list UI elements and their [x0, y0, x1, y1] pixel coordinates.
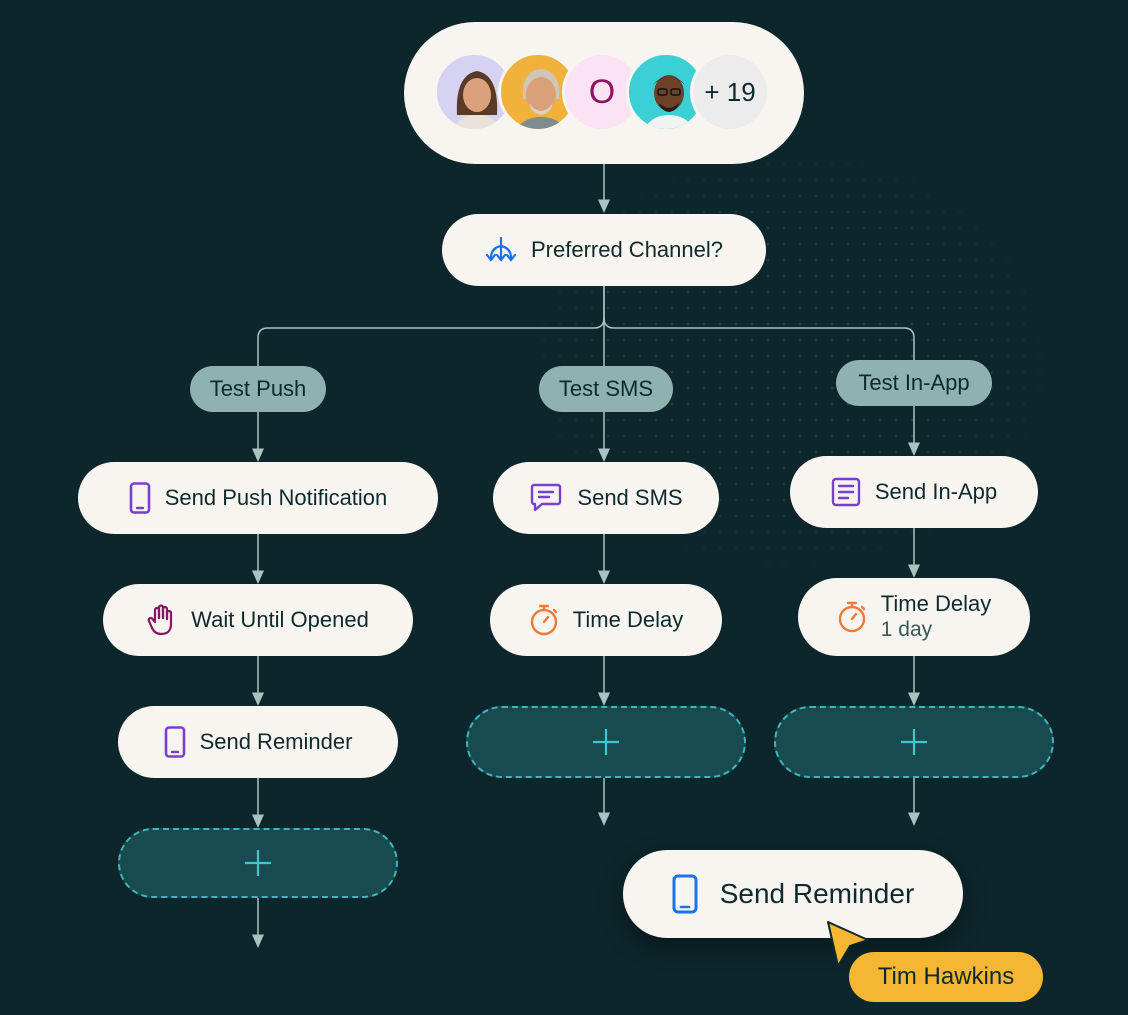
send-in-app-label: Send In-App: [874, 479, 998, 504]
time-delay-node[interactable]: Time Delay: [490, 584, 722, 656]
document-icon: [831, 477, 861, 507]
cursor-user-label: Tim Hawkins: [849, 952, 1043, 1002]
plus-icon: [901, 729, 927, 755]
chat-bubble-icon: [529, 483, 563, 513]
add-step-button-in-app[interactable]: [774, 706, 1054, 778]
time-delay-duration: 1 day: [880, 618, 933, 641]
phone-icon: [672, 874, 698, 914]
time-delay-1-day-node[interactable]: Time Delay 1 day: [798, 578, 1030, 656]
send-push-notification-label: Send Push Notification: [164, 485, 388, 510]
send-reminder-dragging-node[interactable]: Send Reminder: [623, 850, 963, 938]
split-branch-icon: [485, 236, 517, 264]
send-reminder-label: Send Reminder: [199, 729, 353, 754]
preferred-channel-node[interactable]: Preferred Channel?: [442, 214, 766, 286]
stopwatch-icon: [837, 600, 867, 634]
stopwatch-icon: [529, 603, 559, 637]
send-push-notification-node[interactable]: Send Push Notification: [78, 462, 438, 534]
send-reminder-node[interactable]: Send Reminder: [118, 706, 398, 778]
hand-icon: [147, 604, 177, 636]
add-step-button-push[interactable]: [118, 828, 398, 898]
tag-test-push[interactable]: Test Push: [190, 366, 326, 412]
plus-icon: [593, 729, 619, 755]
tag-test-sms[interactable]: Test SMS: [539, 366, 673, 412]
wait-until-opened-label: Wait Until Opened: [191, 607, 369, 632]
avatar-woman: [434, 52, 514, 132]
cursor-arrow-icon: [827, 921, 869, 967]
send-reminder-label: Send Reminder: [719, 878, 915, 909]
avatar-older-man: [498, 52, 578, 132]
phone-icon: [129, 482, 151, 514]
tag-test-in-app[interactable]: Test In-App: [836, 360, 992, 406]
plus-icon: [245, 850, 271, 876]
preferred-channel-label: Preferred Channel?: [530, 237, 723, 262]
wait-until-opened-node[interactable]: Wait Until Opened: [103, 584, 413, 656]
send-in-app-node[interactable]: Send In-App: [790, 456, 1038, 528]
time-delay-label: Time Delay: [572, 607, 684, 632]
more-members-badge[interactable]: + 19: [690, 52, 770, 132]
phone-icon: [164, 726, 186, 758]
send-sms-label: Send SMS: [577, 485, 683, 510]
send-sms-node[interactable]: Send SMS: [493, 462, 719, 534]
time-delay-label: Time Delay: [880, 591, 992, 616]
audience-node[interactable]: O + 19: [404, 22, 804, 164]
add-step-button-sms[interactable]: [466, 706, 746, 778]
